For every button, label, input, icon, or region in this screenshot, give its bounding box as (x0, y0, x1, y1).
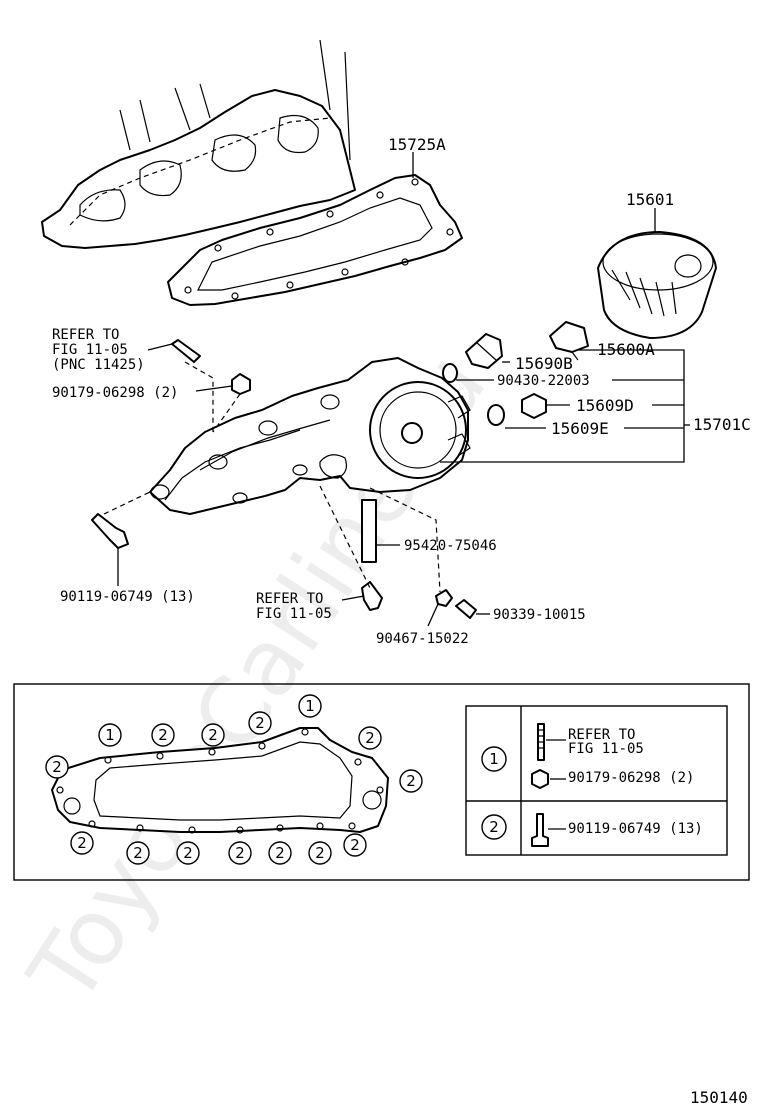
label-90467: 90467-15022 (376, 631, 469, 647)
marker-top-4: 2 (248, 711, 272, 735)
marker-bottom-4: 2 (268, 841, 292, 865)
marker-top-5: 1 (298, 694, 322, 718)
leader-90467 (427, 603, 439, 627)
cooler-assy-bracket (440, 349, 690, 463)
marker-bottom-3: 2 (228, 841, 252, 865)
legend-part-2: 90119-06749 (13) (568, 821, 703, 837)
svg-text:2: 2 (183, 844, 193, 862)
clip-90467-drawing (435, 589, 453, 607)
leader-nipple (341, 595, 365, 601)
oil-cooler-gasket-drawing (167, 174, 463, 306)
svg-text:2: 2 (489, 818, 499, 836)
label-stud-refer-1: REFER TO (52, 327, 119, 343)
legend-table: 1 REFER TO FIG 11-05 90179-06298 (2) 2 9… (465, 705, 728, 856)
legend-marker-2: 2 (481, 814, 507, 840)
dash-bolt (103, 491, 151, 515)
label-nipple-refer-1: REFER TO (256, 591, 323, 607)
label-15725A: 15725A (388, 135, 446, 154)
nipple-drawing (361, 581, 383, 611)
label-15601: 15601 (626, 190, 674, 209)
leader-stud (147, 343, 173, 351)
plug-15609D-drawing (521, 393, 547, 419)
marker-bottom-5: 2 (308, 841, 332, 865)
stud-drawing (171, 339, 201, 363)
marker-top-2: 2 (151, 723, 175, 747)
oil-pressure-switch-drawing (549, 321, 589, 361)
label-90179: 90179-06298 (2) (52, 385, 178, 401)
legend-marker-1: 1 (481, 746, 507, 772)
dash-pipe (319, 485, 441, 593)
figure-id: 150140 (690, 1088, 748, 1107)
hose-90339-drawing (455, 599, 477, 619)
label-90430-22003: 90430-22003 (497, 373, 590, 389)
pipe-95420-drawing (361, 499, 377, 563)
label-15690B: 15690B (515, 354, 573, 373)
marker-bottom-2: 2 (176, 841, 200, 865)
svg-text:2: 2 (77, 834, 87, 852)
leader-90179 (195, 385, 233, 392)
sender-gauge-drawing (465, 333, 503, 369)
svg-text:2: 2 (52, 758, 62, 776)
legend-refer-1: REFER TO (568, 727, 635, 743)
bolt-90119-drawing (91, 513, 129, 549)
svg-text:2: 2 (315, 844, 325, 862)
marker-top-3: 2 (201, 723, 225, 747)
svg-text:1: 1 (105, 726, 115, 744)
label-95420: 95420-75046 (404, 538, 497, 554)
label-stud-refer-2: FIG 11-05 (52, 342, 128, 358)
svg-text:1: 1 (489, 750, 499, 768)
gasket-outline-drawing (51, 727, 389, 834)
svg-text:2: 2 (275, 844, 285, 862)
label-90119: 90119-06749 (13) (60, 589, 195, 605)
marker-top-1: 1 (98, 723, 122, 747)
svg-text:2: 2 (133, 844, 143, 862)
engine-block-drawing (41, 39, 356, 249)
svg-text:2: 2 (406, 772, 416, 790)
oil-cooler-body-drawing (149, 357, 471, 515)
marker-left-2: 2 (70, 831, 94, 855)
label-15609D: 15609D (576, 396, 634, 415)
gasket-90430-drawing (442, 363, 458, 383)
nut-90179-drawing (231, 373, 251, 395)
svg-text:2: 2 (158, 726, 168, 744)
legend-refer-2: FIG 11-05 (568, 741, 644, 757)
svg-text:2: 2 (365, 729, 375, 747)
svg-text:1: 1 (305, 697, 315, 715)
label-15600A: 15600A (597, 340, 655, 359)
marker-top-6: 2 (358, 726, 382, 750)
label-90339: 90339-10015 (493, 607, 586, 623)
svg-text:2: 2 (208, 726, 218, 744)
svg-text:2: 2 (255, 714, 265, 732)
legend-part-1: 90179-06298 (2) (568, 770, 694, 786)
marker-bottom-6: 2 (343, 833, 367, 857)
label-15609E: 15609E (551, 419, 609, 438)
legend-nut-icon (531, 769, 549, 789)
legend-bolt-icon (531, 813, 549, 847)
svg-text:2: 2 (350, 836, 360, 854)
dash-nut (212, 393, 241, 433)
marker-left-1: 2 (45, 755, 69, 779)
svg-text:2: 2 (235, 844, 245, 862)
marker-bottom-1: 2 (126, 841, 150, 865)
tightening-diagram-frame (13, 683, 750, 881)
dash-stud (184, 361, 214, 432)
label-stud-refer-3: (PNC 11425) (52, 357, 145, 373)
gasket-15609E-drawing (487, 404, 505, 426)
label-15701C: 15701C (693, 415, 751, 434)
label-nipple-refer-2: FIG 11-05 (256, 606, 332, 622)
oil-filter-drawing (597, 231, 717, 339)
marker-right-1: 2 (399, 769, 423, 793)
